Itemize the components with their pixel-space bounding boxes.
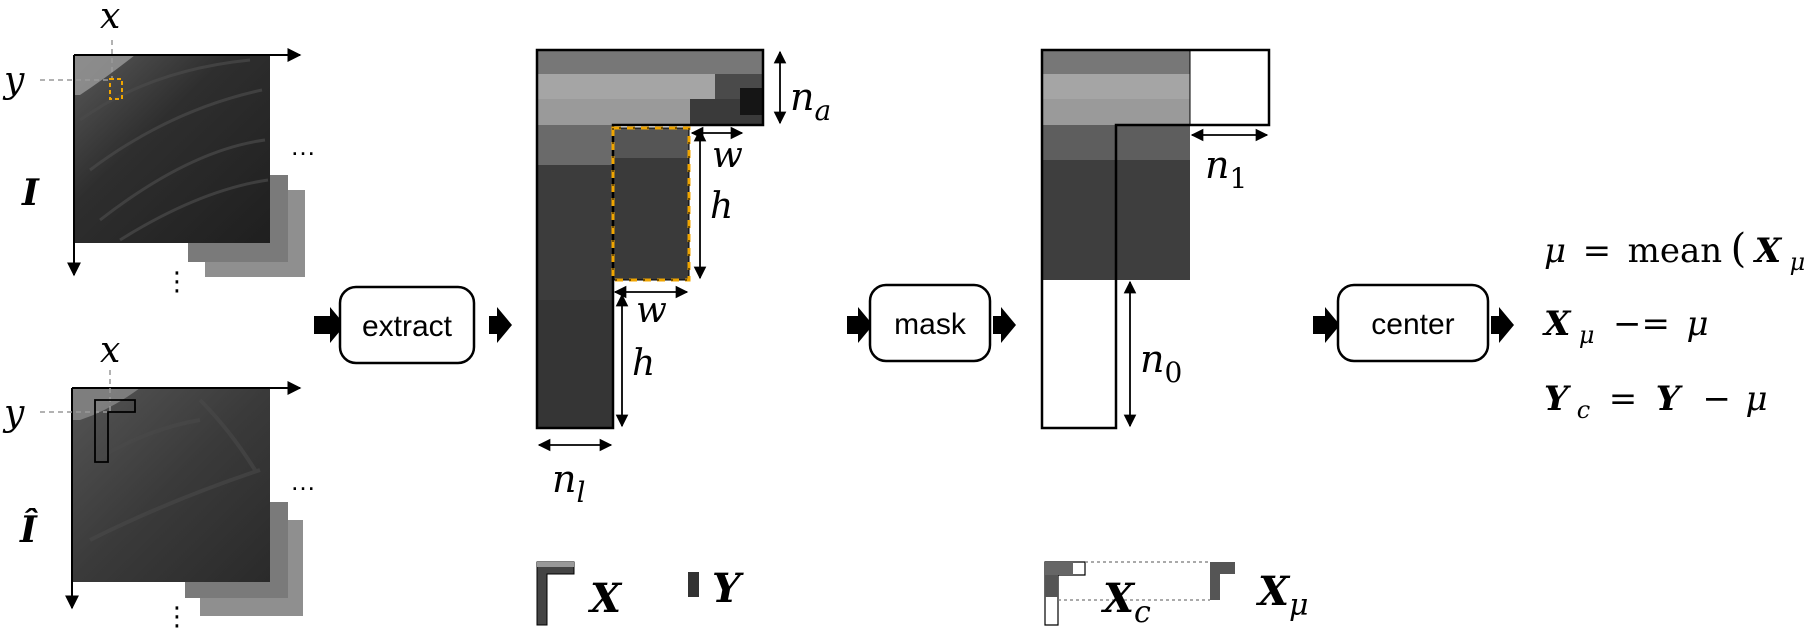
- arrow-in-icon: [1313, 307, 1340, 343]
- ellipsis-horizontal: …: [290, 131, 316, 161]
- mask-box: [868, 283, 992, 363]
- input-image-stack: x y I … ⋮: [2, 0, 316, 296]
- y-thumbnail-icon: [688, 572, 699, 597]
- xc-thumbnail-fill: [1045, 562, 1073, 575]
- x-legend-label: X: [587, 575, 623, 622]
- context-outline: [94, 399, 136, 463]
- center-box: [1336, 283, 1490, 363]
- input-image: [74, 55, 270, 243]
- equations: μ = mean ( X μ ) X μ −= μ Y c = Y − μ: [1542, 226, 1804, 426]
- masked-white-left: [1042, 280, 1116, 428]
- x-thumbnail-icon: [536, 561, 575, 626]
- masked-white-top: [1190, 50, 1269, 125]
- image-highlight: [74, 55, 135, 95]
- image-texture: [78, 398, 261, 542]
- masked-row-3: [1042, 99, 1190, 125]
- extract-label: extract: [362, 310, 453, 343]
- target-block-top: [613, 128, 689, 158]
- x-thumbnail-shade: [537, 562, 574, 567]
- left-column-lower: [537, 300, 613, 428]
- target-outline-inner: [612, 127, 690, 281]
- masked-outline-top: [1040, 48, 1271, 430]
- arrow-out-icon: [993, 307, 1016, 343]
- arrow-out-icon: [1491, 307, 1514, 343]
- image-hat-label: Î: [19, 509, 38, 551]
- ellipsis-vertical: ⋮: [164, 601, 190, 631]
- xc-thumbnail-fill-2: [1045, 575, 1058, 597]
- image-label: I: [21, 172, 40, 214]
- center-step: center: [1313, 283, 1514, 363]
- extracted-context: na w h w h nl: [535, 48, 831, 509]
- w-label-bottom: w: [636, 290, 667, 331]
- mask-label: mask: [894, 308, 967, 341]
- predicted-image-stack: x y Î … ⋮: [2, 330, 316, 631]
- arrow-in-icon: [314, 307, 345, 343]
- extract-step: extract: [314, 285, 512, 365]
- ellipsis-horizontal: …: [290, 466, 316, 496]
- n1-label: n1: [1205, 143, 1247, 195]
- ellipsis-vertical: ⋮: [164, 266, 190, 296]
- xc-legend-label: Xc: [1100, 575, 1151, 630]
- mask-step: mask: [847, 283, 1016, 363]
- arrow-out-icon: [489, 307, 512, 343]
- equation-subtract: X μ −= μ: [1542, 304, 1709, 351]
- y-label: y: [2, 393, 25, 434]
- top-row-1: [537, 50, 763, 74]
- xmu-legend-label: Xμ: [1255, 568, 1309, 623]
- h-label-top: h: [710, 186, 733, 227]
- equation-center-target: Y c = Y − μ: [1544, 379, 1768, 426]
- x-label: x: [100, 0, 120, 37]
- y-label: y: [2, 60, 25, 101]
- extract-box: [338, 285, 476, 365]
- masked-context: n1 n0: [1040, 48, 1271, 430]
- equation-mean: μ = mean ( X μ ): [1544, 226, 1804, 278]
- masked-row-1: [1042, 50, 1190, 74]
- left-column-shade: [537, 125, 613, 165]
- legend-xy: X Y: [536, 561, 744, 626]
- context-outline: [535, 48, 765, 430]
- n0-label: n0: [1140, 337, 1182, 389]
- xmu-thumbnail-shape: [1210, 562, 1235, 600]
- w-label-top: w: [712, 135, 743, 176]
- na-label: na: [790, 75, 831, 127]
- h-label-bottom: h: [632, 343, 655, 384]
- legend-xc-xmu: Xc Xμ: [1044, 561, 1309, 630]
- nl-label: nl: [552, 457, 585, 509]
- y-legend-label: Y: [712, 565, 744, 612]
- x-label: x: [100, 330, 120, 371]
- patch-highlight: [109, 78, 123, 100]
- predicted-image: [72, 388, 270, 582]
- image-texture: [79, 58, 269, 242]
- masked-row-2: [1042, 74, 1190, 99]
- center-label: center: [1371, 308, 1454, 341]
- arrow-in-icon: [847, 307, 873, 343]
- top-dark-3: [740, 88, 763, 115]
